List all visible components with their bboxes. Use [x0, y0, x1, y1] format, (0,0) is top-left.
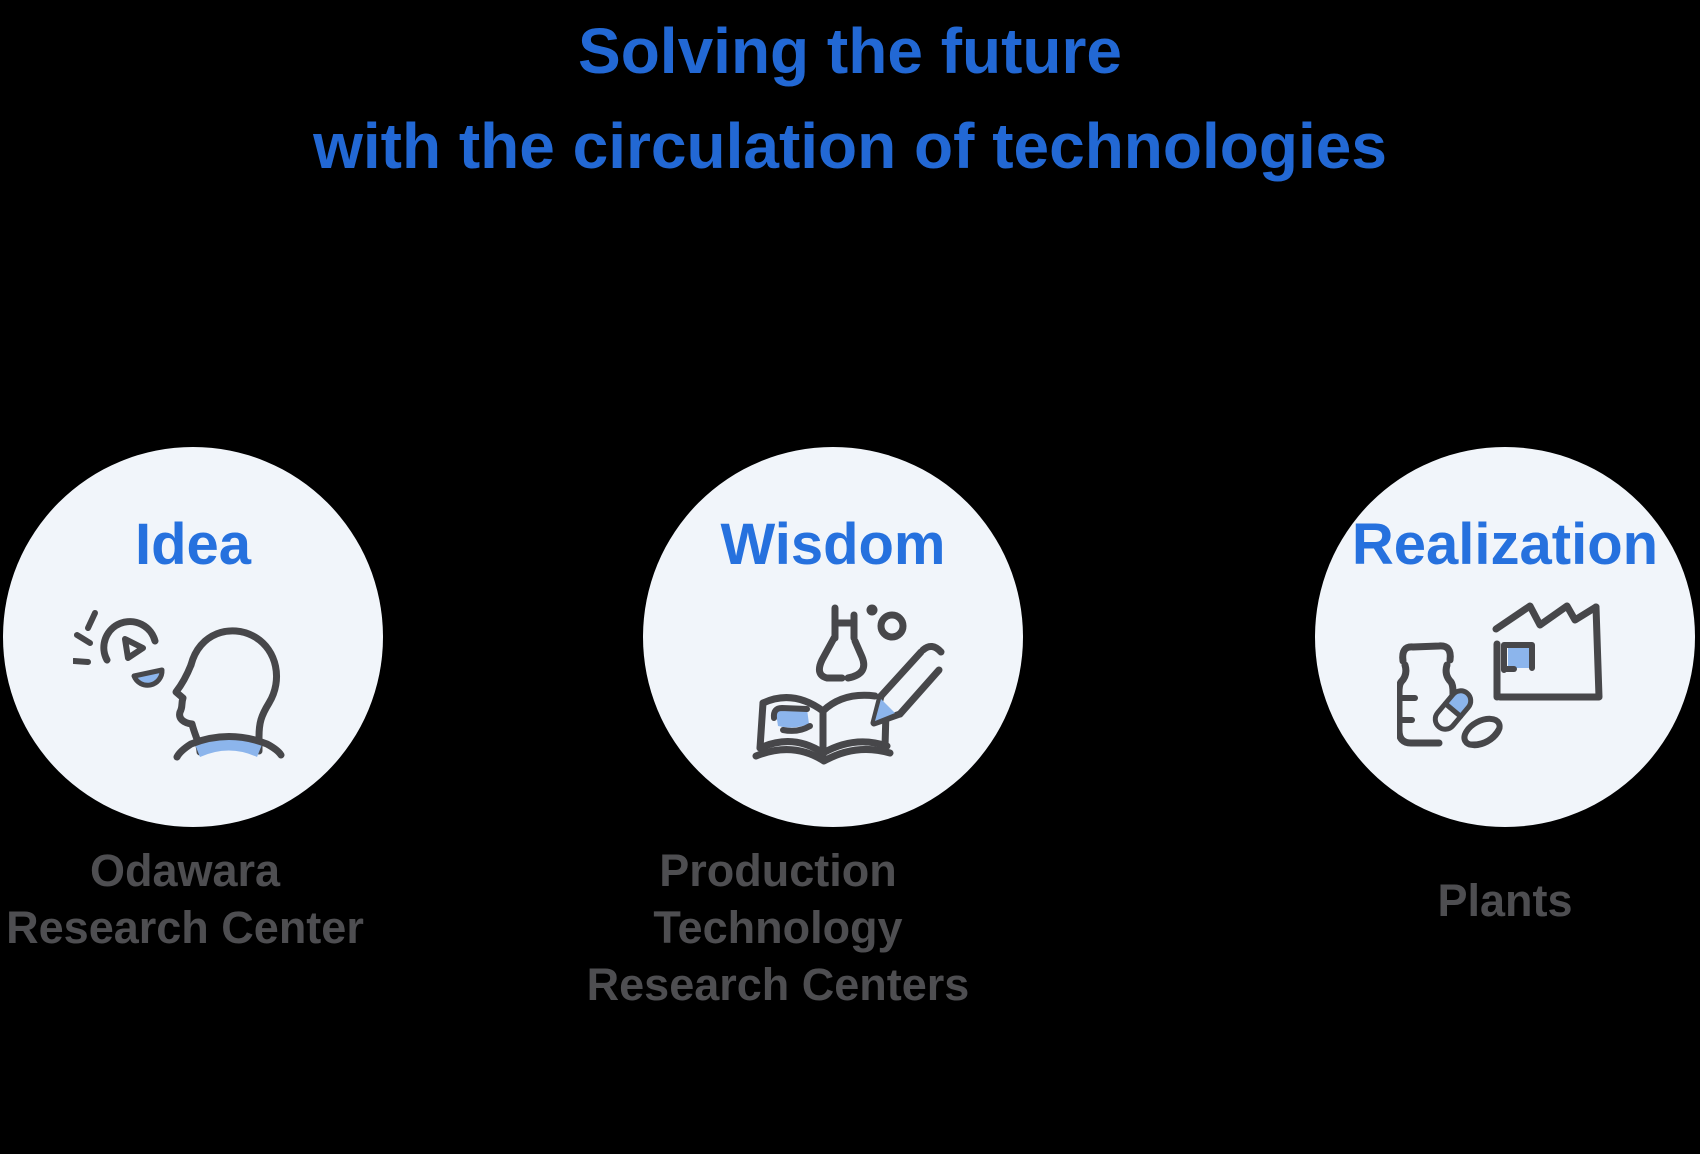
arrow-idea-to-wisdom-icon — [260, 246, 755, 433]
node-caption-realization: Plants — [1305, 872, 1700, 929]
factory-medicine-icon — [1397, 602, 1603, 749]
node-label-wisdom: Wisdom — [720, 512, 946, 577]
caption-line: Production Technology — [653, 845, 903, 954]
node-label-idea: Idea — [134, 512, 252, 577]
page-title: Solving the future with the circulation … — [0, 4, 1700, 193]
node-circle-wisdom: Wisdom — [643, 447, 1023, 827]
arrow-realization-to-wisdom-icon — [928, 964, 1423, 1151]
caption-line: Research Center — [6, 902, 364, 954]
node-caption-idea: Odawara Research Center — [0, 842, 385, 956]
lightbulb-head-icon — [73, 610, 285, 761]
caption-line: Odawara — [89, 845, 281, 896]
node-caption-wisdom: Production Technology Research Centers — [578, 842, 978, 1013]
arrow-wisdom-to-realization-icon — [885, 244, 1380, 431]
title-line-2: with the circulation of technologies — [313, 109, 1387, 182]
node-circle-idea: Idea — [3, 447, 383, 827]
caption-line: Plants — [1437, 875, 1573, 926]
caption-line: Research Centers — [586, 959, 970, 1011]
node-label-realization: Realization — [1351, 512, 1659, 577]
title-line-1: Solving the future — [578, 15, 1122, 87]
book-flask-pencil-icon — [752, 604, 945, 765]
node-circle-realization: Realization — [1315, 447, 1695, 827]
